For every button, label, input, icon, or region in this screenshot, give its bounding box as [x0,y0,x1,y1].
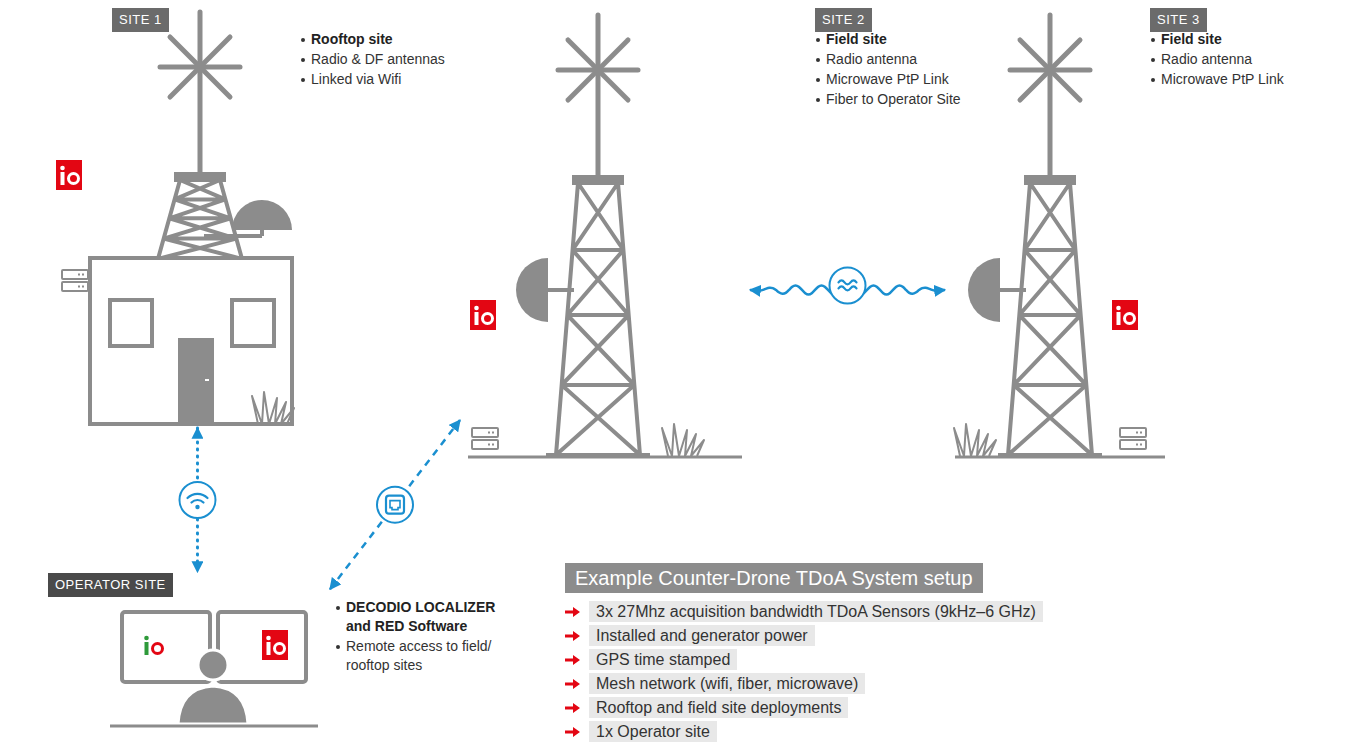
arrow-bullet [565,678,581,690]
site-description: Rooftop siteRadio & DF antennasLinked vi… [300,30,465,90]
bullet-text: DECODIO LOCALIZER and RED Software [335,598,520,636]
arrow-bullet [565,726,581,738]
network-link [330,420,460,589]
feature-text: 1x Operator site [589,721,717,742]
bullet-text: Microwave PtP Link [1150,70,1335,89]
site-group: SITE 2Field siteRadio antennaMicrowave P… [460,8,750,490]
site-group: OPERATOR SITEDECODIO LOCALIZER and RED S… [40,572,330,744]
operator-workstation [110,612,318,726]
rooftop-site [56,12,294,424]
bullet-text: Radio antenna [1150,50,1335,69]
site-label: OPERATOR SITE [48,573,173,597]
panel-title: Example Counter-Drone TDoA System setup [565,563,983,593]
link-group [330,420,460,589]
bullet-text: Field site [1150,30,1335,49]
feature-text: Mesh network (wifi, fiber, microwave) [589,673,865,694]
site-label: SITE 2 [815,8,872,32]
feature-item: 3x 27Mhz acquisition bandwidth TDoA Sens… [565,601,1043,622]
bullet-text: Rooftop site [300,30,465,49]
bullet-text: Fiber to Operator Site [815,90,990,109]
link-icon [830,267,866,303]
site-label: SITE 3 [1150,8,1207,32]
link-icon [377,487,413,523]
link-group [750,267,945,303]
panel-heading: Example Counter-Drone TDoA System setup [565,563,983,593]
feature-item: 1x Operator site [565,721,717,742]
link-group [179,428,215,572]
bullet-text: Radio & DF antennas [300,50,465,69]
arrow-bullet [565,702,581,714]
bullet-text: Microwave PtP Link [815,70,990,89]
site-description: Field siteRadio antennaMicrowave PtP Lin… [815,30,990,110]
bullet-text: Linked via Wifi [300,70,465,89]
feature-text: Rooftop and field site deployments [589,697,848,718]
site-label: SITE 1 [112,8,169,32]
site-group: SITE 3Field siteRadio antennaMicrowave P… [945,8,1145,490]
link-icon [179,482,215,518]
feature-item: Installed and generator power [565,625,815,646]
arrow-bullet [565,606,581,618]
arrow-bullet [565,630,581,642]
site-group: SITE 1Rooftop siteRadio & DF antennasLin… [60,8,310,428]
site-description: Field siteRadio antennaMicrowave PtP Lin… [1150,30,1335,90]
feature-item: GPS time stamped [565,649,737,670]
feature-item: Mesh network (wifi, fiber, microwave) [565,673,865,694]
field-site-tower [468,15,742,457]
field-site-tower [954,15,1165,457]
bullet-text: Remote access to field/ rooftop sites [335,637,520,675]
feature-item: Rooftop and field site deployments [565,697,848,718]
feature-text: 3x 27Mhz acquisition bandwidth TDoA Sens… [589,601,1043,622]
arrow-bullet [565,654,581,666]
bullet-text: Radio antenna [815,50,990,69]
feature-text: GPS time stamped [589,649,737,670]
bullet-text: Field site [815,30,990,49]
site-description: DECODIO LOCALIZER and RED SoftwareRemote… [335,598,520,676]
feature-text: Installed and generator power [589,625,815,646]
